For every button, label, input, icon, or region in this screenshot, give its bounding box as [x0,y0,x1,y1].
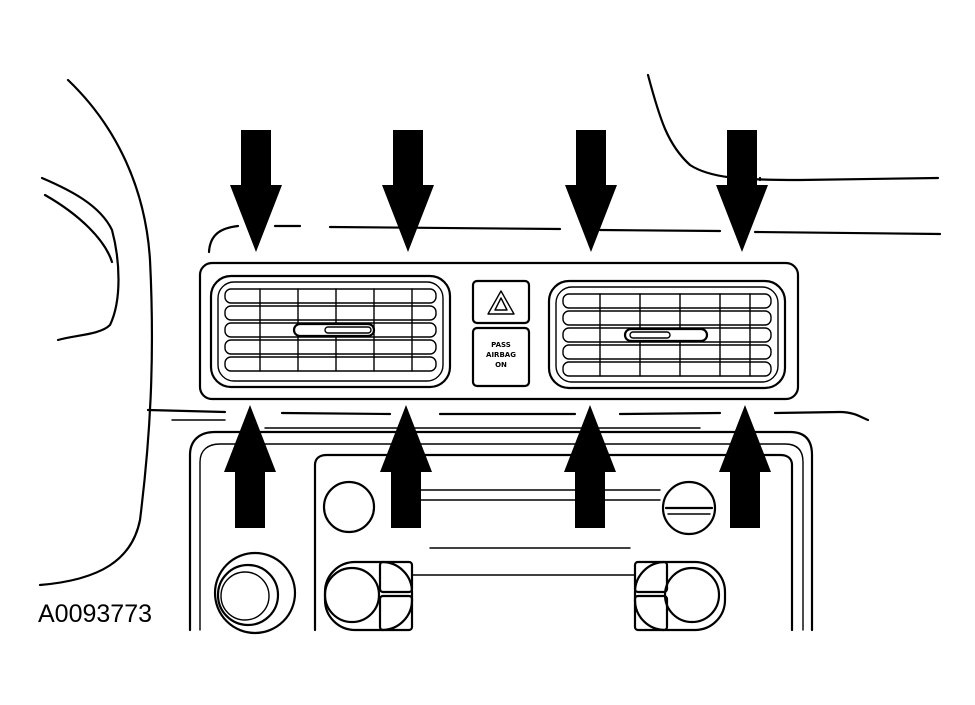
figure-id-label: A0093773 [38,600,153,628]
top-arrows [230,130,768,252]
right-top-contour [646,73,940,182]
knob-icon[interactable] [663,566,721,624]
down-arrow-icon [565,130,617,252]
center-stack [188,430,814,632]
hazard-triangle-icon [487,290,515,315]
knob-icon[interactable] [323,566,381,624]
right-air-vent[interactable] [547,279,787,390]
radio-button[interactable] [633,594,669,632]
down-arrow-icon [382,130,434,252]
up-arrow-icon [224,405,276,528]
radio-controls [213,480,727,635]
knob-icon[interactable] [213,551,297,635]
knob-icon[interactable] [661,480,717,536]
up-arrow-icon [380,405,432,528]
radio-button[interactable] [378,560,414,594]
bottom-arrows [224,405,771,528]
down-arrow-icon [716,130,768,252]
left-vent-control-tab[interactable] [292,322,376,338]
up-arrow-icon [719,405,771,528]
left-air-vent[interactable] [209,274,452,389]
airbag-label-line1: PASS [491,341,511,349]
vent-bezel [198,261,800,401]
radio-button[interactable] [378,594,414,632]
left-contour-lines [38,78,154,587]
radio-button[interactable] [633,560,669,594]
airbag-label-line2: AIRBAG [486,351,516,359]
down-arrow-icon [230,130,282,252]
airbag-label-line3: ON [495,361,507,369]
right-vent-control-tab[interactable] [623,327,709,343]
lower-dash-edge [146,408,870,429]
up-arrow-icon [564,405,616,528]
upper-dash-edge [207,224,942,254]
knob-icon[interactable] [322,480,376,534]
hazard-button[interactable] [471,279,531,325]
passenger-airbag-indicator: PASS AIRBAG ON [471,326,531,388]
